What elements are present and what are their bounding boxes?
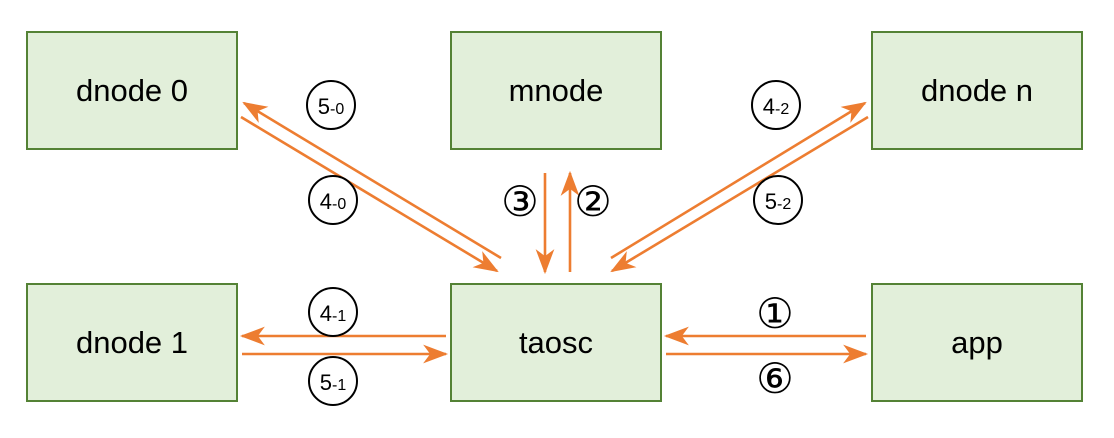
edge-label-5-1-sub: -1 <box>332 377 347 394</box>
node-taosc[interactable]: taosc <box>450 283 662 402</box>
edge-dnoden-to-taosc <box>610 115 869 273</box>
edge-label-5-1: 5-1 <box>308 356 358 406</box>
edge-label-4-0: 4-0 <box>308 175 358 225</box>
edge-label-1-text: ① <box>756 289 794 338</box>
node-dnode-0[interactable]: dnode 0 <box>26 31 238 150</box>
edge-label-4-0-main: 4 <box>319 189 332 214</box>
edge-label-5-0-main: 5 <box>317 94 330 119</box>
edge-label-3-text: ③ <box>501 177 539 226</box>
edge-label-4-1-main: 4 <box>319 301 332 326</box>
edge-label-5-2: 5-2 <box>753 175 803 225</box>
edge-label-6-text: ⑥ <box>756 354 794 403</box>
node-label-app: app <box>951 325 1003 360</box>
node-label-dnode-n: dnode n <box>920 73 1034 108</box>
edge-taosc-to-dnode0 <box>242 101 502 260</box>
edge-label-6: ⑥ <box>750 354 800 404</box>
edge-label-4-2: 4-2 <box>751 80 801 130</box>
node-mnode[interactable]: mnode <box>450 31 662 150</box>
edge-label-5-1-main: 5 <box>319 370 332 395</box>
edge-label-5-0-sub: -0 <box>330 101 345 118</box>
edge-taosc-to-dnoden <box>610 101 867 260</box>
node-label-mnode: mnode <box>508 73 604 108</box>
edge-label-4-2-sub: -2 <box>775 101 790 118</box>
edge-label-5-0: 5-0 <box>306 80 356 130</box>
node-app[interactable]: app <box>871 283 1083 402</box>
edge-label-2-text: ② <box>574 177 612 226</box>
edge-label-4-1-sub: -1 <box>332 308 347 325</box>
node-label-dnode-1: dnode 1 <box>75 325 189 360</box>
edge-label-5-2-sub: -2 <box>777 196 792 213</box>
node-label-taosc: taosc <box>518 325 594 360</box>
edge-dnode0-to-taosc <box>240 115 499 273</box>
edge-label-4-2-main: 4 <box>762 94 775 119</box>
node-label-dnode-0: dnode 0 <box>75 73 189 108</box>
edge-label-4-0-sub: -0 <box>332 196 347 213</box>
edge-label-4-1: 4-1 <box>308 287 358 337</box>
node-dnode-n[interactable]: dnode n <box>871 31 1083 150</box>
edge-label-5-2-main: 5 <box>764 189 777 214</box>
edge-label-3: ③ <box>495 177 545 227</box>
node-dnode-1[interactable]: dnode 1 <box>26 283 238 402</box>
edge-label-1: ① <box>750 289 800 339</box>
edge-label-2: ② <box>568 177 618 227</box>
